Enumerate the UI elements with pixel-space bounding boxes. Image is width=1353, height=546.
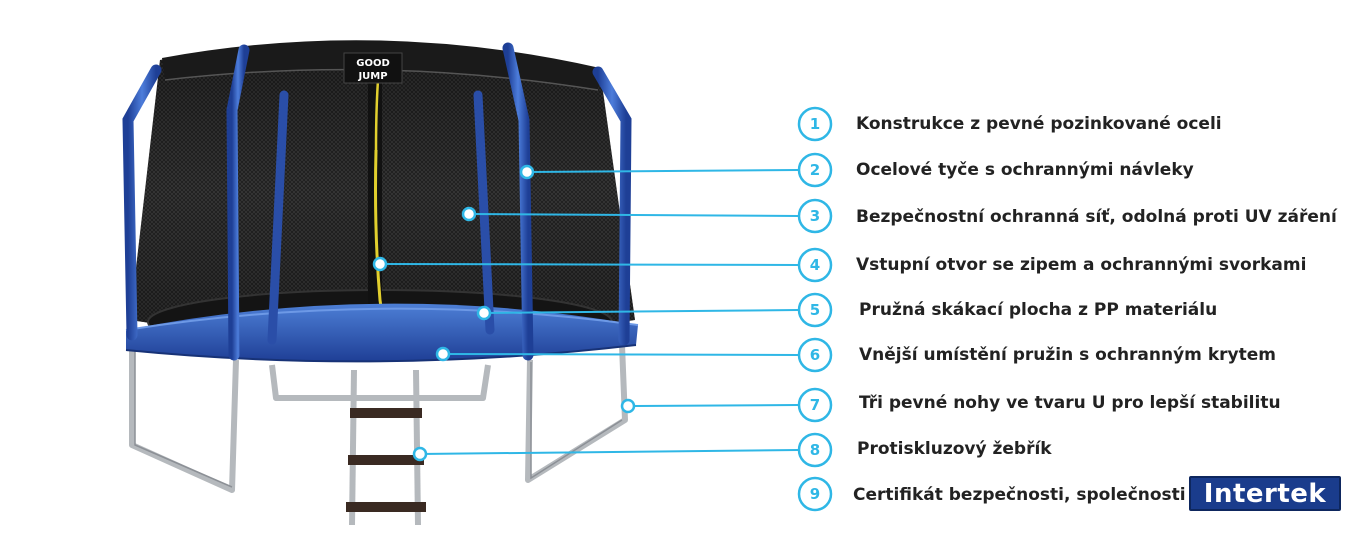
number-badge-5: 5 — [797, 292, 833, 328]
number-badge-7: 7 — [797, 387, 833, 423]
brand-logo: GOOD JUMP — [343, 52, 403, 84]
svg-text:8: 8 — [810, 441, 820, 459]
number-badge-9: 9 — [797, 476, 833, 512]
callout-dots — [372, 164, 636, 462]
feature-label-9: Certifikát bezpečnosti, společnosti — [853, 485, 1186, 505]
intertek-logo-text: Intertek — [1203, 478, 1327, 509]
callout-lines — [379, 169, 799, 455]
svg-text:GOOD: GOOD — [356, 58, 390, 69]
feature-label-2: Ocelové tyče s ochrannými návleky — [856, 160, 1194, 180]
trampoline-legs — [129, 344, 628, 493]
net-poles — [122, 42, 632, 361]
feature-label-7: Tři pevné nohy ve tvaru U pro lepší stab… — [859, 393, 1281, 413]
svg-text:2: 2 — [810, 161, 820, 179]
intertek-logo: Intertek — [1189, 476, 1341, 511]
feature-label-5: Pružná skákací plocha z PP materiálu — [859, 300, 1218, 320]
svg-text:9: 9 — [810, 485, 820, 503]
svg-text:4: 4 — [810, 256, 820, 274]
safety-net — [130, 40, 635, 340]
svg-text:3: 3 — [810, 207, 820, 225]
number-badge-4: 4 — [797, 247, 833, 283]
svg-text:6: 6 — [810, 346, 820, 364]
feature-label-3: Bezpečnostní ochranná síť, odolná proti … — [856, 207, 1337, 227]
feature-label-1: Konstrukce z pevné pozinkované oceli — [856, 114, 1222, 134]
svg-text:1: 1 — [810, 115, 820, 133]
ladder — [346, 369, 426, 526]
feature-label-8: Protiskluzový žebřík — [857, 439, 1052, 459]
number-badge-8: 8 — [797, 432, 833, 468]
number-badge-2: 2 — [797, 152, 833, 188]
feature-label-4: Vstupní otvor se zipem a ochrannými svor… — [856, 255, 1307, 275]
feature-label-6: Vnější umístění pružin s ochranným kryte… — [859, 345, 1276, 365]
spring-cover-pad — [125, 303, 639, 363]
number-badge-1: 1 — [797, 106, 833, 142]
svg-text:7: 7 — [810, 396, 820, 414]
number-badge-3: 3 — [797, 198, 833, 234]
svg-text:5: 5 — [810, 301, 820, 319]
svg-text:JUMP: JUMP — [357, 71, 387, 82]
number-badge-6: 6 — [797, 337, 833, 373]
